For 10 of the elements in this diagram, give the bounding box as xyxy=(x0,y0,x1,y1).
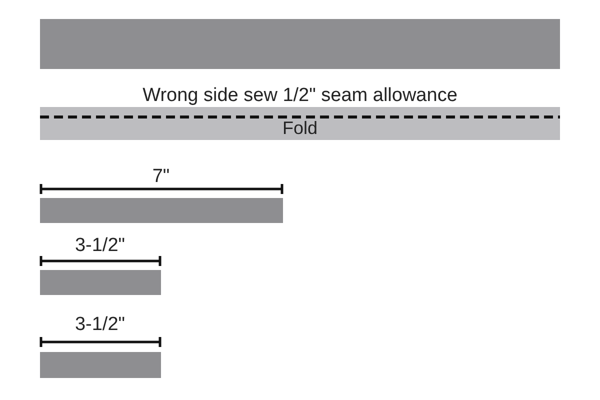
fold-label: Fold xyxy=(282,118,318,139)
fabric-strip xyxy=(40,198,283,223)
dimension-label: 3-1/2" xyxy=(74,314,126,336)
dimension-label: 7" xyxy=(152,166,170,188)
folded-fabric-strip xyxy=(40,107,560,140)
fabric-strip xyxy=(40,352,161,378)
fabric-strip xyxy=(40,270,161,295)
fabric-strip xyxy=(40,19,560,69)
instruction-text: Wrong side sew 1/2" seam allowance xyxy=(142,85,458,107)
dimension-label: 3-1/2" xyxy=(74,235,126,257)
